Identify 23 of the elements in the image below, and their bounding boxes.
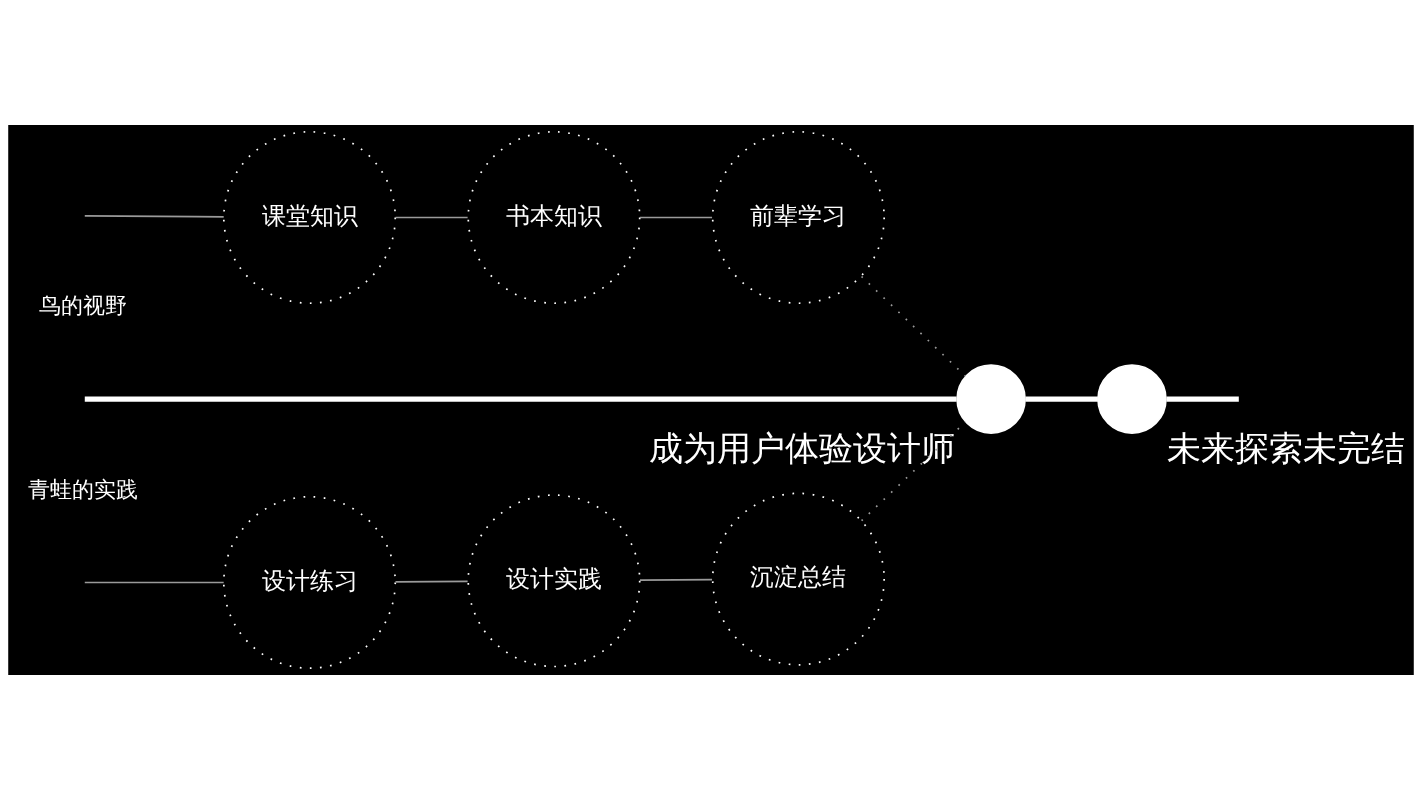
node-circle: 沉淀总结 bbox=[711, 492, 885, 666]
label: 鸟的视野 bbox=[38, 293, 127, 319]
connector bbox=[860, 275, 967, 378]
node-circle: 书本知识 bbox=[467, 130, 641, 305]
connector bbox=[394, 216, 469, 219]
connector bbox=[1166, 396, 1239, 402]
label: 青蛙的实践 bbox=[27, 476, 138, 502]
node-label: 成为用户体验设计师 bbox=[648, 428, 955, 469]
node-circle: 课堂知识 bbox=[222, 130, 397, 305]
connector bbox=[83, 214, 225, 218]
connector bbox=[1025, 396, 1098, 402]
connector bbox=[83, 581, 225, 584]
connector bbox=[394, 580, 469, 583]
connector bbox=[84, 396, 957, 402]
node-label: 未来探索未完结 bbox=[1167, 428, 1406, 469]
connector bbox=[860, 421, 967, 522]
connector bbox=[639, 216, 713, 219]
node-circle bbox=[1097, 364, 1167, 434]
node-circle: 设计实践 bbox=[467, 494, 641, 668]
node-circle bbox=[956, 364, 1026, 434]
node-circle: 设计练习 bbox=[222, 495, 397, 670]
node-circle: 前辈学习 bbox=[711, 130, 885, 305]
connector bbox=[639, 578, 713, 582]
